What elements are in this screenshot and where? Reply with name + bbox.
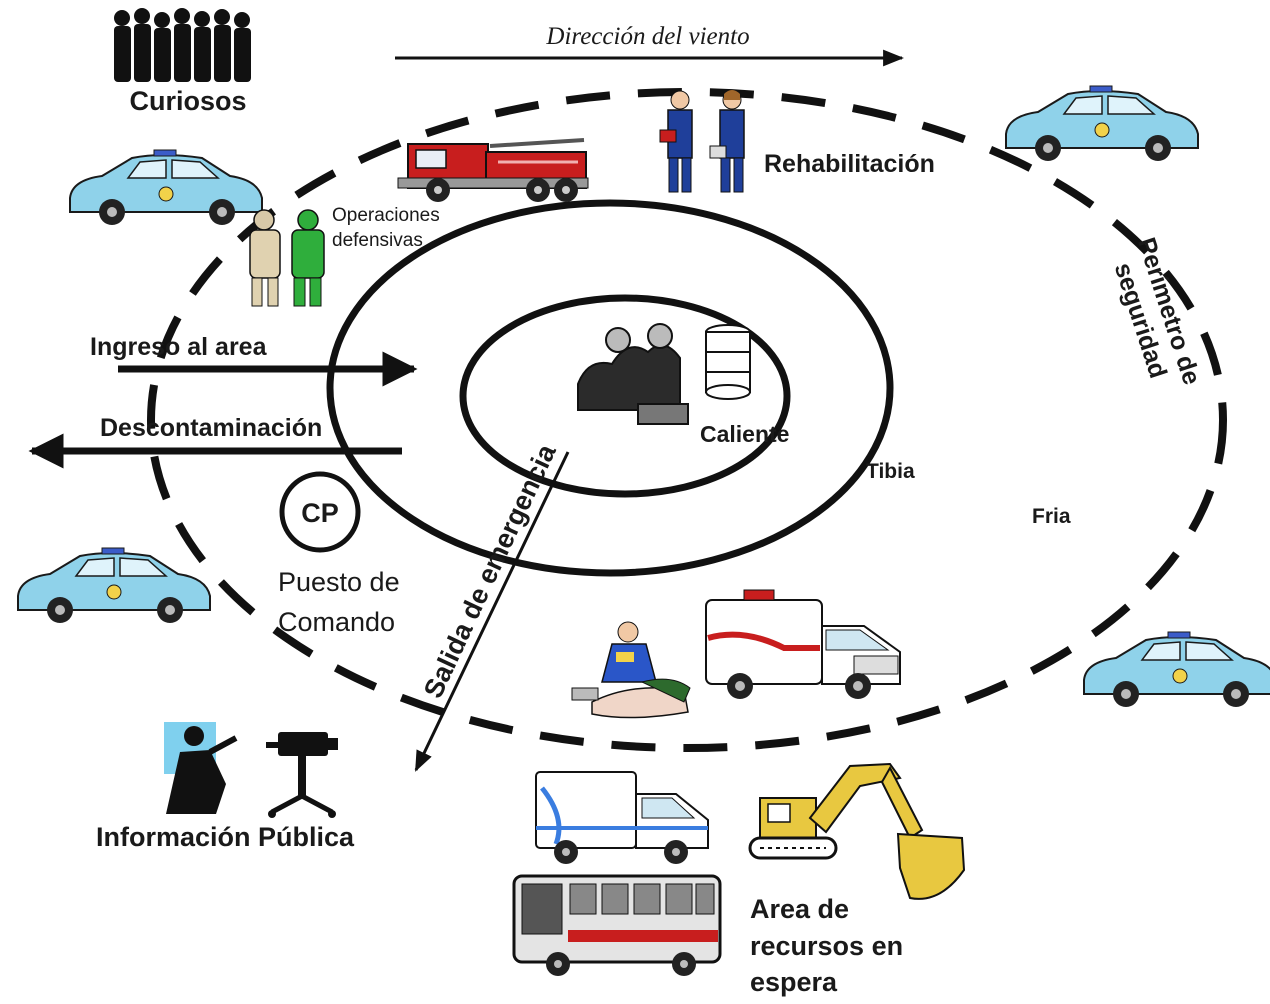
reporter-icon xyxy=(164,722,238,814)
defensive-label-2: defensivas xyxy=(332,230,423,251)
rehab-label: Rehabilitación xyxy=(764,150,935,178)
wind-label: Dirección del viento xyxy=(545,23,749,50)
public-info-label: Información Pública xyxy=(96,822,355,852)
perimeter-label: Perímetro de seguridad xyxy=(1109,234,1206,388)
tv-camera-icon xyxy=(266,732,338,818)
excavator-icon xyxy=(748,762,966,900)
command-label-2: Comando xyxy=(278,607,395,637)
ambulance-icon xyxy=(705,589,901,699)
command-label-1: Puesto de xyxy=(278,567,400,597)
cold-zone-label: Fria xyxy=(1032,505,1071,528)
hazmat-barrels-icon xyxy=(577,323,751,425)
medics-icon xyxy=(659,90,745,193)
cold-zone-perimeter xyxy=(147,88,1227,752)
cp-badge-label: CP xyxy=(301,498,339,528)
warm-zone-ring xyxy=(326,199,894,577)
wind-direction: Dirección del viento xyxy=(395,23,905,67)
decon-label: Descontaminación xyxy=(100,414,322,442)
bus-icon xyxy=(512,874,722,976)
staging-label-3: espera xyxy=(750,967,838,997)
warm-zone-label: Tibia xyxy=(866,460,915,483)
defensive-label-1: Operaciones xyxy=(332,205,440,226)
entry-label: Ingreso al area xyxy=(90,333,268,361)
ambulance-icon xyxy=(535,771,709,864)
fire-truck-icon xyxy=(397,138,589,202)
police-car-icon xyxy=(1083,631,1270,708)
emergency-exit-arrow xyxy=(414,451,570,772)
police-car-icon xyxy=(69,149,263,226)
hot-zone-ring xyxy=(459,294,791,498)
hot-zone-label: Caliente xyxy=(700,421,789,447)
staging-label-1: Area de xyxy=(750,894,849,924)
hazmat-suit-icon xyxy=(249,209,325,307)
crowd-silhouette-icon xyxy=(114,8,251,82)
command-post-badge xyxy=(279,471,361,553)
staging-label-2: recursos en xyxy=(750,931,903,961)
police-car-icon xyxy=(17,547,211,624)
curiosos-label: Curiosos xyxy=(129,86,246,116)
police-car-icon xyxy=(1005,85,1199,162)
first-aid-responder-icon xyxy=(571,621,691,719)
